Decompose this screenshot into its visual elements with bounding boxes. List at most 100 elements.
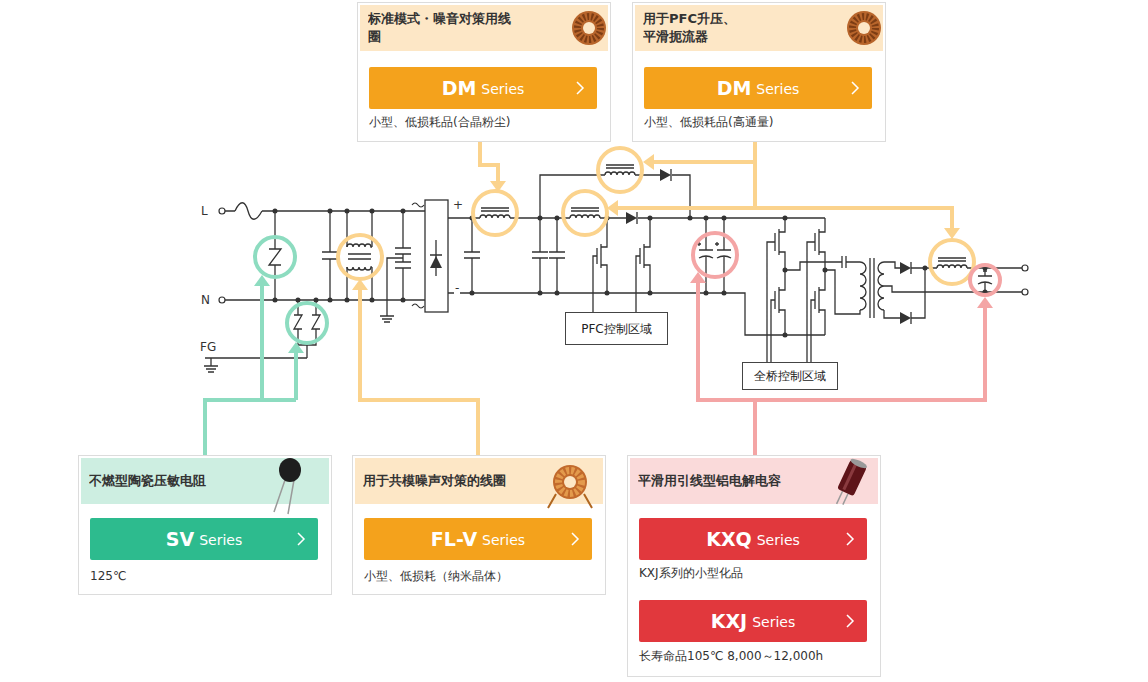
header-band — [635, 5, 883, 51]
diode-bar — [637, 169, 911, 324]
panel-heading: 标准模式・噪音对策用线圈 — [368, 5, 518, 51]
product-note: 小型、低损耗品(合晶粉尘) — [369, 114, 510, 130]
highlight-circle — [693, 233, 737, 277]
series-button: SVSeries — [90, 518, 318, 560]
chevron-icon — [845, 614, 855, 628]
terminal — [219, 208, 225, 214]
capacitor-lead — [837, 491, 843, 504]
product-note: KXJ系列的小型化品 — [639, 565, 743, 581]
toroid-icon — [572, 11, 606, 45]
terminal — [1022, 289, 1028, 295]
toroid-winding — [853, 17, 876, 40]
toroid-winding — [559, 471, 582, 494]
panel-heading: 平滑用引线型铝电解电容 — [638, 458, 818, 504]
leader-arrow — [607, 200, 618, 216]
capacitor-stripe — [842, 464, 857, 491]
series-button: DMSeries — [369, 67, 597, 109]
chevron-stroke — [847, 533, 853, 545]
toroid-hole — [858, 22, 870, 34]
series-button: KXJSeries — [639, 600, 867, 642]
diode-symbol — [430, 240, 442, 276]
terminal-label: L — [200, 204, 209, 218]
product-note: 小型、低损耗品(高通量) — [644, 114, 773, 130]
chevron-icon — [575, 81, 585, 95]
leader-arrow — [254, 275, 270, 286]
chevron-icon — [850, 81, 860, 95]
varistor-icon — [279, 458, 301, 482]
leader-arrow — [690, 272, 706, 283]
leader-line — [480, 142, 498, 182]
highlight-circle — [563, 191, 607, 235]
control-label: PFC控制区域 — [581, 321, 652, 337]
toroid-icon — [847, 11, 881, 45]
terminal — [219, 297, 225, 303]
capacitor-top — [849, 457, 868, 470]
leader-arrow — [944, 228, 960, 239]
diode-symbol — [626, 169, 911, 324]
product-panel: FL-VSeries 用于共模噪声对策的线圈小型、低损耗（纳米晶体） — [352, 455, 606, 595]
terminal-label: N — [200, 293, 211, 307]
series-name: KXJ — [711, 610, 747, 632]
series-name: SV — [166, 528, 194, 550]
product-panel: KXQ SeriesKXJSeries 平滑用引线型铝电解电容 KXJ系列的小型化品长… — [627, 455, 881, 677]
series-suffix: Series — [752, 609, 795, 633]
polarity-label: - — [454, 281, 460, 295]
series-suffix: Series — [481, 76, 524, 100]
leader-line — [617, 142, 952, 229]
ac-mark — [412, 203, 424, 308]
toroid-hole — [583, 22, 595, 34]
chevron-stroke — [577, 82, 583, 94]
chevron-stroke — [847, 615, 853, 627]
product-note: 125℃ — [90, 568, 126, 584]
chevron-stroke — [572, 533, 578, 545]
highlight-circle — [598, 148, 642, 192]
series-button: FL-VSeries — [364, 518, 592, 560]
product-note: 长寿命品105℃ 8,000～12,000h — [639, 648, 823, 664]
series-name: KXQ — [706, 528, 752, 550]
header-band — [81, 458, 329, 504]
chevron-icon — [296, 532, 306, 546]
product-panel: DMSeries用于PFC升压、平滑扼流器小型、低损耗品(高通量) — [632, 2, 886, 142]
header-band — [630, 458, 878, 504]
product-panel: SVSeries不燃型陶瓷压敏电阻125℃ — [78, 455, 332, 595]
varistor-lead — [274, 480, 294, 514]
toroid-winding — [578, 17, 601, 40]
toroid-lead — [548, 494, 592, 508]
fuse-symbol — [235, 203, 262, 220]
header-band — [360, 5, 608, 51]
terminal — [1022, 265, 1028, 271]
leader-arrow — [490, 181, 506, 192]
series-suffix: Series — [482, 527, 525, 551]
leader-line — [205, 285, 296, 455]
highlight-circle — [970, 265, 1000, 295]
toroid-icon — [553, 465, 587, 499]
polarity-label: + — [452, 198, 464, 212]
series-suffix: Series — [756, 76, 799, 100]
electrolytic-plate — [699, 256, 992, 284]
leader-arrow — [352, 279, 368, 290]
leader-arrow — [288, 342, 304, 353]
control-block-box: 全桥控制区域 — [742, 362, 838, 390]
control-label: 全桥控制区域 — [754, 368, 826, 384]
toroid-hole — [564, 476, 576, 488]
panel-heading: 用于共模噪声对策的线圈 — [363, 458, 543, 504]
chevron-icon — [845, 532, 855, 546]
circuit-wire — [204, 165, 1022, 372]
product-panel: DMSeries 标准模式・噪音对策用线圈小型、低损耗品(合晶粉尘) — [357, 2, 611, 142]
series-name: FL-V — [431, 528, 477, 550]
header-band — [355, 458, 603, 504]
highlight-circle — [473, 191, 517, 235]
chevron-stroke — [852, 82, 858, 94]
capacitor-icon — [831, 457, 868, 509]
highlight-circle — [338, 235, 382, 279]
leader-line — [360, 289, 478, 455]
highlight-circle — [255, 237, 295, 277]
terminal-label: FG — [199, 340, 217, 354]
highlight-circle — [287, 303, 327, 343]
leader-arrow — [977, 297, 993, 308]
product-note: 小型、低损耗（纳米晶体） — [364, 568, 508, 584]
diode-symbol — [430, 256, 442, 268]
series-name: DM — [717, 77, 752, 99]
series-suffix: Series — [199, 527, 242, 551]
